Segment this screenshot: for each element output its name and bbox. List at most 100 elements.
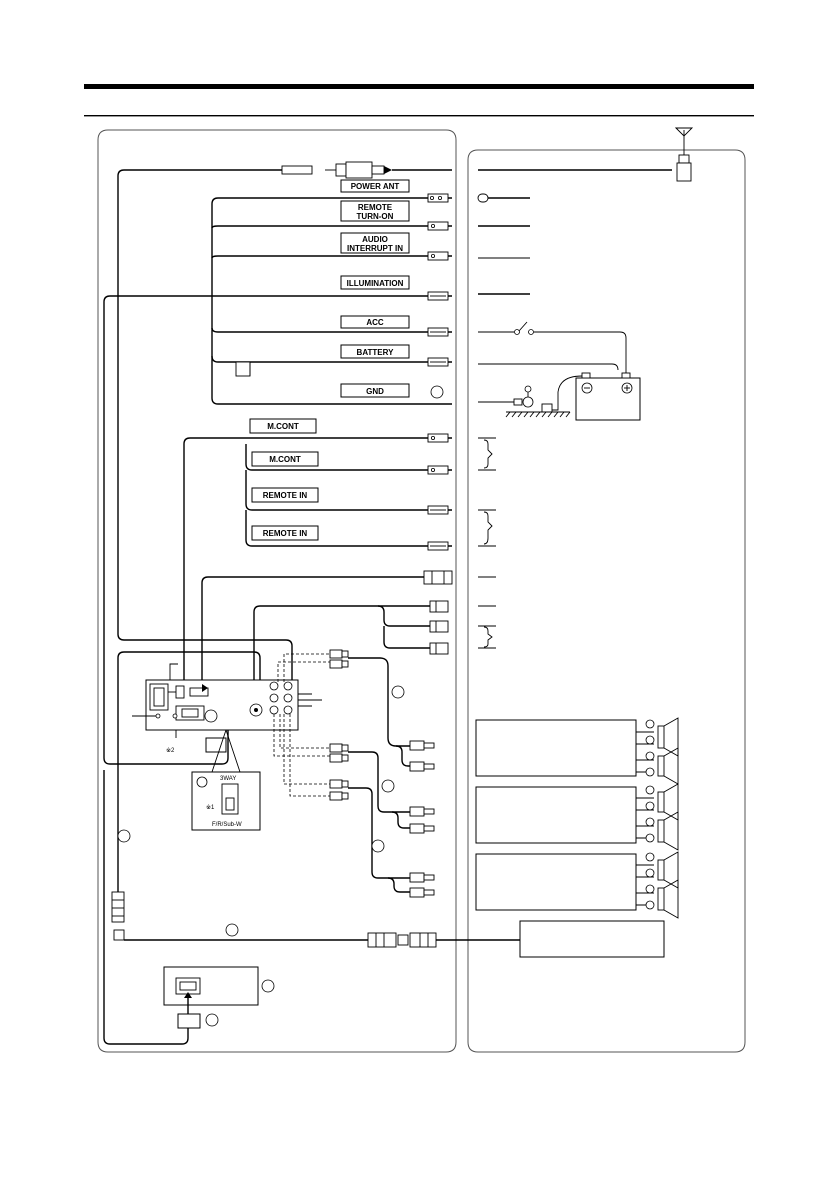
fuse-holder-icon bbox=[235, 361, 251, 377]
preout-branch-1 bbox=[377, 605, 430, 627]
adapter-cable bbox=[103, 770, 189, 1045]
switch-callout-lines bbox=[211, 729, 241, 773]
remote-in-wire-1 bbox=[245, 470, 452, 511]
battery-label: BATTERY bbox=[340, 344, 410, 359]
amplifier-box bbox=[475, 719, 654, 777]
rca-plug-icon bbox=[409, 740, 435, 898]
rca-cable-front-split bbox=[395, 745, 410, 767]
left-panel bbox=[97, 129, 457, 1053]
rca-route bbox=[279, 714, 330, 749]
callout-circle bbox=[381, 779, 395, 793]
power-bundle bbox=[211, 197, 452, 405]
callout-circle bbox=[261, 979, 275, 993]
rca-cable-sub bbox=[348, 787, 410, 879]
mcont-wire-2 bbox=[245, 444, 452, 471]
preout-branch-2 bbox=[383, 626, 430, 649]
callout-circle bbox=[117, 829, 131, 843]
remote-in-wire-2 bbox=[245, 510, 452, 547]
antenna-plug-icon bbox=[281, 161, 392, 179]
svg-text:INTERRUPT IN: INTERRUPT IN bbox=[347, 244, 403, 253]
svg-text:REMOTE IN: REMOTE IN bbox=[263, 491, 308, 500]
unit-lead bbox=[169, 663, 178, 680]
speaker-icon bbox=[657, 717, 679, 919]
antenna-trunk bbox=[117, 169, 293, 680]
preout-cable bbox=[253, 605, 430, 680]
svg-text:AUDIO: AUDIO bbox=[362, 235, 388, 244]
svg-text:ILLUMINATION: ILLUMINATION bbox=[347, 279, 404, 288]
callout-circle bbox=[391, 685, 405, 699]
rca-connector-icon bbox=[367, 932, 437, 948]
rca-jack-icon bbox=[429, 600, 449, 655]
bracket bbox=[478, 437, 496, 547]
audio-interrupt-wire bbox=[211, 255, 452, 259]
callout-circle bbox=[205, 1013, 219, 1027]
ground-icon bbox=[505, 385, 571, 418]
header-rule-thick bbox=[84, 84, 754, 89]
remote-turn-on-label: REMOTE TURN-ON bbox=[340, 200, 410, 222]
svg-text:TURN-ON: TURN-ON bbox=[357, 212, 394, 221]
remote-in-label-1: REMOTE IN bbox=[251, 487, 319, 503]
antenna-icon bbox=[674, 127, 694, 182]
bracket bbox=[478, 576, 496, 649]
polarity-mark bbox=[645, 719, 655, 910]
connector-icon bbox=[427, 193, 449, 367]
remote-turn-on-wire bbox=[211, 225, 452, 229]
head-unit-rear-panel bbox=[145, 679, 299, 731]
battery-lead bbox=[478, 363, 619, 371]
rca-route bbox=[289, 714, 330, 797]
svg-text:3WAY: 3WAY bbox=[220, 776, 236, 782]
svg-text:GND: GND bbox=[366, 387, 384, 396]
svg-text:REMOTE: REMOTE bbox=[358, 203, 393, 212]
audio-interrupt-label: AUDIO INTERRUPT IN bbox=[340, 232, 410, 254]
header-rule-thin bbox=[84, 115, 754, 117]
mcont-wire-1 bbox=[183, 437, 452, 680]
note-2: ※2 bbox=[166, 747, 175, 754]
battery-icon bbox=[550, 372, 641, 421]
camera-box bbox=[519, 920, 665, 958]
amplifier-box bbox=[475, 853, 654, 911]
connector-plug-icon bbox=[111, 891, 125, 941]
acc-wire bbox=[211, 327, 452, 333]
battery-wire bbox=[211, 355, 452, 363]
remote-cable bbox=[201, 576, 452, 680]
rca-cable-front bbox=[348, 657, 410, 747]
unit-leads bbox=[298, 693, 322, 707]
rca-cable-rear-split bbox=[391, 811, 410, 829]
unit-feed bbox=[124, 651, 261, 680]
rca-route bbox=[283, 714, 330, 785]
power-ant-label: POWER ANT bbox=[340, 179, 410, 193]
ignition-switch-icon bbox=[478, 321, 627, 378]
unit-feed-left bbox=[117, 651, 125, 764]
callout-circle bbox=[371, 839, 385, 853]
illumination-label: ILLUMINATION bbox=[340, 275, 410, 290]
rca-cable-rear bbox=[348, 751, 410, 813]
illumination-wire bbox=[103, 295, 452, 765]
svg-text:REMOTE IN: REMOTE IN bbox=[263, 529, 308, 538]
gnd-label: GND bbox=[340, 383, 410, 398]
rca-cable-sub-split bbox=[387, 877, 410, 893]
svg-text:ACC: ACC bbox=[366, 318, 384, 327]
remote-plug-icon bbox=[423, 570, 453, 585]
remote-in-label-2: REMOTE IN bbox=[251, 525, 319, 541]
callout-circle bbox=[430, 385, 444, 399]
right-panel bbox=[467, 149, 746, 1053]
amplifier-box bbox=[475, 786, 654, 844]
svg-text:F/R/Sub-W: F/R/Sub-W bbox=[212, 822, 242, 828]
callout-circle bbox=[204, 709, 218, 723]
connector-icon bbox=[427, 433, 449, 551]
external-unit bbox=[163, 966, 259, 1006]
rca-route bbox=[277, 661, 330, 682]
acc-label: ACC bbox=[340, 315, 410, 329]
rca-route bbox=[283, 653, 330, 682]
svg-text:M.CONT: M.CONT bbox=[269, 455, 301, 464]
svg-text:POWER ANT: POWER ANT bbox=[351, 182, 400, 191]
arrow-icon bbox=[184, 992, 192, 998]
adapter-box bbox=[177, 1013, 201, 1029]
power-destination-icon bbox=[477, 193, 530, 295]
svg-text:BATTERY: BATTERY bbox=[357, 348, 395, 357]
rca-plug-icon bbox=[329, 649, 349, 801]
mcont-label-2: M.CONT bbox=[251, 451, 319, 467]
note-box bbox=[205, 737, 227, 753]
svg-text:M.CONT: M.CONT bbox=[267, 422, 299, 431]
